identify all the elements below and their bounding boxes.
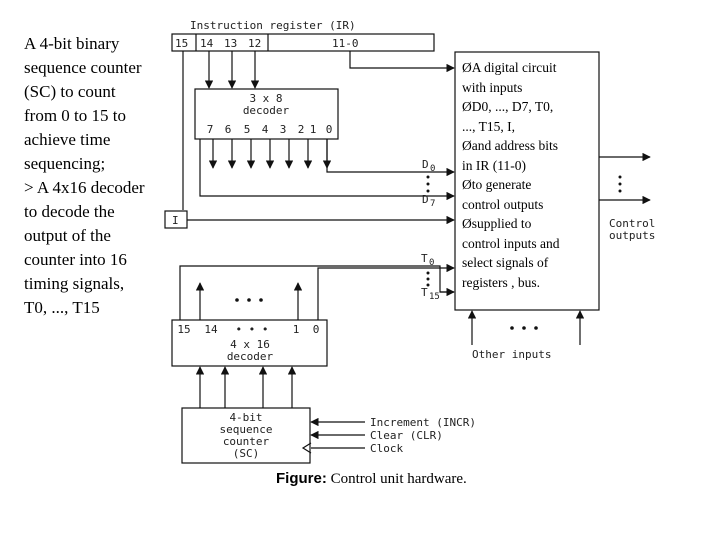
instruction-register-box	[171, 33, 435, 52]
caption-text: Control unit hardware.	[330, 471, 467, 487]
right-text-line: registers , bus.	[462, 274, 540, 290]
ir-title: Instruction register (IR)	[190, 19, 356, 32]
counter-title: sequence	[220, 423, 273, 436]
left-text-line: (SC) to count	[24, 82, 116, 101]
decoder-4x16-title: decoder	[227, 350, 274, 363]
increment-label: Increment (INCR)	[370, 416, 476, 429]
decoder-3x8-title: 3 x 8	[249, 92, 282, 105]
t15-label: T	[421, 286, 428, 299]
t0-sub-label: 0	[429, 258, 434, 268]
t0-label: T	[421, 252, 428, 265]
right-text-line: ØD0, ..., D7, T0,	[462, 99, 554, 114]
decoder-3x8-output: 0	[326, 123, 333, 136]
decoder-3x8-box	[194, 88, 339, 140]
control-outputs-label: outputs	[609, 229, 655, 242]
right-text-line: select signals of	[462, 255, 549, 270]
decoder-3x8-output: 4	[262, 123, 269, 136]
left-text-line: A 4-bit binary	[24, 34, 120, 53]
clock-label: Clock	[370, 442, 403, 455]
decoder-3x8-title: decoder	[243, 104, 290, 117]
decoder-3x8-output: 2	[298, 123, 305, 136]
left-text-line: > A 4x16 decoder	[24, 178, 145, 197]
ir-cell-15: 15	[175, 37, 188, 50]
decoder-4x16-output: 1	[293, 323, 300, 336]
decoder-4x16-title: 4 x 16	[230, 338, 270, 351]
right-text-line: Øsupplied to	[462, 216, 532, 231]
ir-cell-12: 12	[248, 37, 261, 50]
control-logic-box	[454, 51, 600, 311]
d0-label: D	[422, 158, 429, 171]
right-text-line: control inputs and	[462, 235, 560, 251]
left-description: A 4-bit binary sequence counter (SC) to …	[24, 32, 194, 320]
sequence-counter-box	[181, 407, 311, 464]
clock-triangle	[301, 442, 312, 454]
right-text-line: control outputs	[462, 196, 544, 212]
counter-title: 4-bit	[229, 411, 262, 424]
other-inputs-label: Other inputs	[472, 348, 551, 361]
left-text-line: sequencing;	[24, 154, 106, 173]
decoder-3x8-output: 5	[244, 123, 251, 136]
i-flag-label: I	[172, 214, 179, 227]
counter-title: counter	[223, 435, 270, 448]
left-text-line: to decode the	[24, 202, 115, 221]
ir-cell-13: 13	[224, 37, 237, 50]
clear-label: Clear (CLR)	[370, 429, 443, 442]
counter-title: (SC)	[233, 447, 260, 460]
t15-sub-label: 15	[429, 292, 440, 302]
decoder-4x16-output: • • •	[235, 323, 268, 336]
ir-cell-14: 14	[200, 37, 214, 50]
figure-caption: Figure: Control unit hardware.	[276, 470, 467, 488]
right-text-line: Øto generate	[462, 177, 532, 192]
decoder-4x16-output: 0	[313, 323, 320, 336]
d0-sub-label: 0	[430, 164, 435, 174]
control-outputs-label: Control	[609, 217, 655, 230]
left-text-line: from 0 to 15 to	[24, 106, 126, 125]
ir-cell-11-0: 11-0	[332, 37, 359, 50]
right-text-line: ØA digital circuit	[462, 60, 557, 75]
decoder-4x16-output: 15	[177, 323, 190, 336]
left-text-line: sequence counter	[24, 58, 142, 77]
right-text-line: in IR (11-0)	[462, 157, 526, 173]
right-text-line: ..., T15, I,	[462, 118, 515, 134]
decoder-4x16-box	[171, 319, 328, 367]
caption-prefix: Figure:	[276, 470, 327, 487]
left-text-line: achieve time	[24, 130, 111, 149]
left-text-line: T0, ..., T15	[24, 298, 100, 317]
right-text-line: Øand address bits	[462, 138, 558, 153]
left-text-line: output of the	[24, 226, 111, 245]
left-text-line: counter into 16	[24, 250, 127, 269]
decoder-4x16-output: 14	[204, 323, 218, 336]
left-text-line: timing signals,	[24, 274, 125, 293]
decoder-3x8-output: 6	[225, 123, 232, 136]
d7-sub-label: 7	[430, 199, 435, 209]
decoder-3x8-output: 7	[207, 123, 214, 136]
decoder-3x8-output: 3	[280, 123, 287, 136]
control-logic-description: ØA digital circuit with inputs ØD0, ...,…	[462, 58, 602, 292]
d7-label: D	[422, 193, 429, 206]
decoder-3x8-output: 1	[310, 123, 317, 136]
right-text-line: with inputs	[462, 79, 523, 95]
